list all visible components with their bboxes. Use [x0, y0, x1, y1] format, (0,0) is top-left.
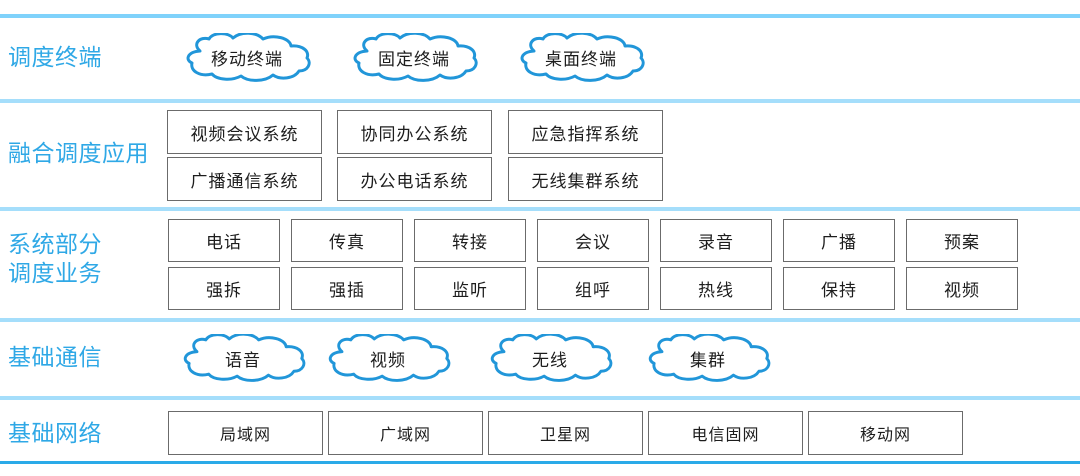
- cloud-icon: [353, 33, 478, 82]
- cloud-node-label: 固定终端: [378, 50, 450, 70]
- cloud-node-desktop-terminal[interactable]: 桌面终端: [512, 33, 650, 82]
- service-node-video[interactable]: 视频: [906, 267, 1018, 310]
- cloud-icon: [490, 334, 613, 382]
- service-node-transfer[interactable]: 转接: [414, 219, 526, 262]
- network-node-mobile[interactable]: 移动网: [808, 411, 963, 455]
- app-node-collaborative-office[interactable]: 协同办公系统: [337, 110, 492, 154]
- network-node-wan[interactable]: 广域网: [328, 411, 483, 455]
- service-node-forced-release[interactable]: 强拆: [168, 267, 280, 310]
- cloud-icon: [520, 33, 645, 82]
- separator-top: [0, 14, 1080, 18]
- cloud-node-label: 集群: [690, 350, 726, 371]
- tier-label-system-dispatch-service: 系统部分 调度业务: [8, 232, 102, 287]
- service-node-telephone[interactable]: 电话: [168, 219, 280, 262]
- cloud-node-mobile-terminal[interactable]: 移动终端: [178, 33, 316, 82]
- separator-app-system: [0, 207, 1080, 211]
- service-node-broadcast[interactable]: 广播: [783, 219, 895, 262]
- service-node-fax[interactable]: 传真: [291, 219, 403, 262]
- app-node-emergency-command[interactable]: 应急指挥系统: [508, 110, 663, 154]
- network-node-telecom-fixed[interactable]: 电信固网: [648, 411, 803, 455]
- service-node-group-call[interactable]: 组呼: [537, 267, 649, 310]
- cloud-node-fixed-terminal[interactable]: 固定终端: [345, 33, 483, 82]
- app-node-office-telephone[interactable]: 办公电话系统: [337, 157, 492, 201]
- tier-label-basic-network: 基础网络: [8, 421, 102, 447]
- cloud-icon: [183, 334, 306, 382]
- cloud-node-label: 移动终端: [211, 50, 283, 70]
- cloud-icon: [186, 33, 311, 82]
- service-node-recording[interactable]: 录音: [660, 219, 772, 262]
- app-node-video-conference[interactable]: 视频会议系统: [167, 110, 322, 154]
- service-node-hotline[interactable]: 热线: [660, 267, 772, 310]
- cloud-node-label: 桌面终端: [545, 50, 617, 70]
- app-node-wireless-trunking[interactable]: 无线集群系统: [508, 157, 663, 201]
- cloud-icon: [328, 334, 451, 382]
- service-node-forced-insert[interactable]: 强插: [291, 267, 403, 310]
- app-node-broadcast-communication[interactable]: 广播通信系统: [167, 157, 322, 201]
- cloud-node-trunking[interactable]: 集群: [640, 334, 776, 382]
- service-node-plan[interactable]: 预案: [906, 219, 1018, 262]
- cloud-node-wireless[interactable]: 无线: [482, 334, 618, 382]
- cloud-node-video[interactable]: 视频: [320, 334, 456, 382]
- service-node-monitor[interactable]: 监听: [414, 267, 526, 310]
- separator-system-comm: [0, 318, 1080, 322]
- service-node-conference[interactable]: 会议: [537, 219, 649, 262]
- tier-label-converged-dispatch-app: 融合调度应用: [8, 141, 149, 167]
- cloud-node-label: 语音: [225, 350, 261, 371]
- cloud-node-label: 视频: [370, 350, 406, 371]
- cloud-icon: [648, 334, 771, 382]
- service-node-hold[interactable]: 保持: [783, 267, 895, 310]
- network-node-satellite[interactable]: 卫星网: [488, 411, 643, 455]
- tier-label-dispatch-terminal: 调度终端: [8, 45, 102, 71]
- separator-terminal-app: [0, 99, 1080, 103]
- cloud-node-label: 无线: [532, 350, 568, 371]
- network-node-lan[interactable]: 局域网: [168, 411, 323, 455]
- separator-bottom: [0, 461, 1080, 464]
- separator-comm-network: [0, 396, 1080, 400]
- tier-label-basic-communication: 基础通信: [8, 345, 102, 371]
- cloud-node-voice[interactable]: 语音: [175, 334, 311, 382]
